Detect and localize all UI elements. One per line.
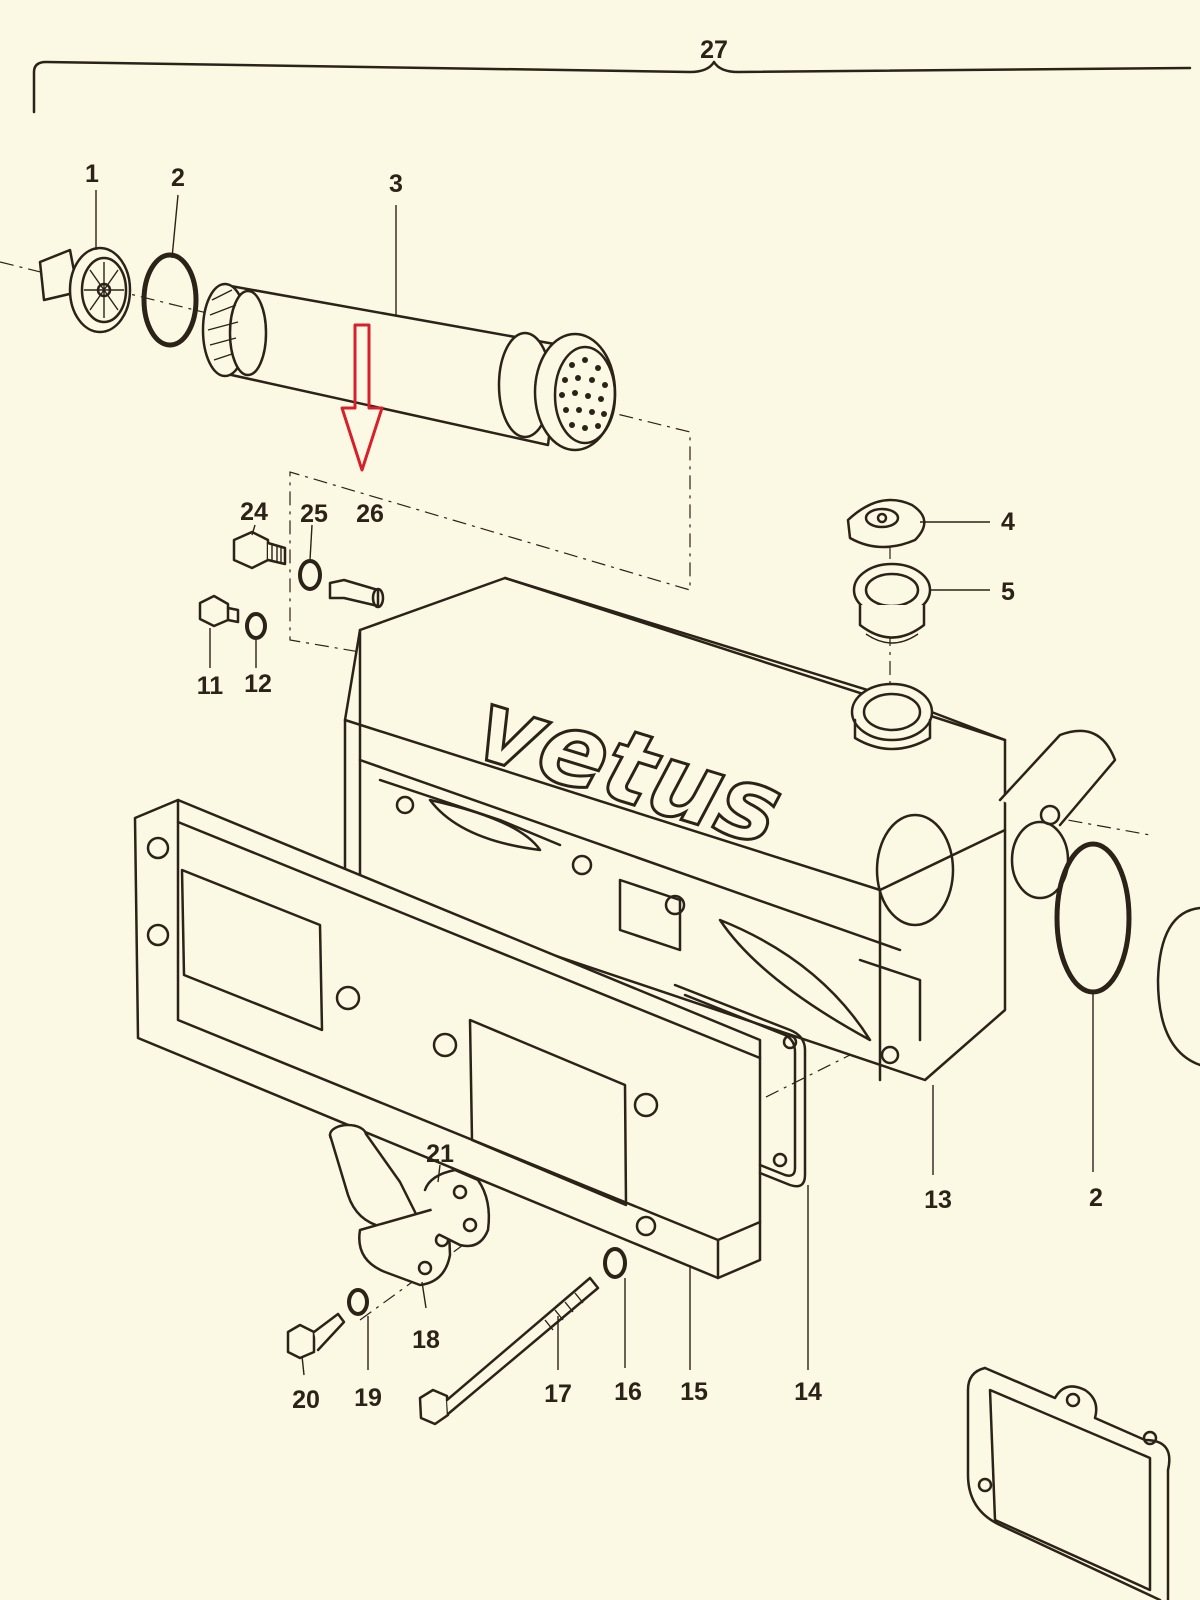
callout-2-left: 2 — [171, 164, 185, 192]
part-15-flange-plate — [133, 798, 762, 1280]
callout-19: 19 — [354, 1384, 382, 1412]
callout-12: 12 — [244, 670, 272, 698]
filler-neck-seat — [850, 682, 934, 751]
callout-3: 3 — [389, 170, 403, 198]
callout-21: 21 — [426, 1140, 454, 1168]
callout-labels: 27 1 2 3 4 5 24 25 26 11 12 13 2 21 18 2… — [85, 36, 1103, 1414]
callout-4: 4 — [1001, 508, 1015, 536]
callout-13: 13 — [924, 1186, 952, 1214]
part-12-washer — [245, 612, 267, 640]
part-4-filler-cap — [846, 498, 926, 549]
assembly-27-bracket — [32, 60, 1192, 114]
highlight-arrow — [340, 323, 384, 472]
callout-16: 16 — [614, 1378, 642, 1406]
part-18-elbow-pipe — [328, 1123, 452, 1287]
part-1-end-cap — [38, 246, 132, 334]
callout-11: 11 — [197, 672, 224, 700]
part-2-o-ring-right — [1054, 841, 1132, 995]
callout-17: 17 — [544, 1380, 572, 1408]
callout-14: 14 — [794, 1378, 822, 1406]
part-13-manifold-housing — [343, 576, 1117, 1082]
callout-18: 18 — [412, 1326, 440, 1354]
part-3-tube-bundle — [201, 282, 617, 452]
part-21-flange — [423, 1168, 491, 1248]
callout-26: 26 — [356, 500, 384, 528]
right-edge-part — [1156, 906, 1200, 1067]
lower-right-gasket — [966, 1366, 1171, 1600]
callout-25: 25 — [300, 500, 328, 528]
part-2-o-ring-left — [141, 252, 199, 348]
callout-15: 15 — [680, 1378, 708, 1406]
part-16-washer — [603, 1247, 627, 1279]
callout-1: 1 — [85, 160, 99, 188]
part-5-filler-neck — [852, 562, 932, 644]
callout-27: 27 — [700, 36, 728, 64]
part-19-washer — [347, 1288, 369, 1316]
part-25-sealing-ring — [298, 559, 322, 591]
callout-5: 5 — [1001, 578, 1015, 606]
callout-20: 20 — [292, 1386, 320, 1414]
part-14-gasket — [673, 983, 807, 1188]
part-26-zinc-anode — [328, 578, 385, 609]
part-24-drain-plug — [232, 530, 287, 570]
part-20-bolt — [286, 1312, 346, 1360]
callout-2-right: 2 — [1089, 1184, 1103, 1212]
leader-lines — [95, 190, 1094, 1376]
callout-24: 24 — [240, 498, 268, 526]
part-11-plug — [198, 594, 240, 628]
part-17-long-bolt — [418, 1276, 600, 1426]
